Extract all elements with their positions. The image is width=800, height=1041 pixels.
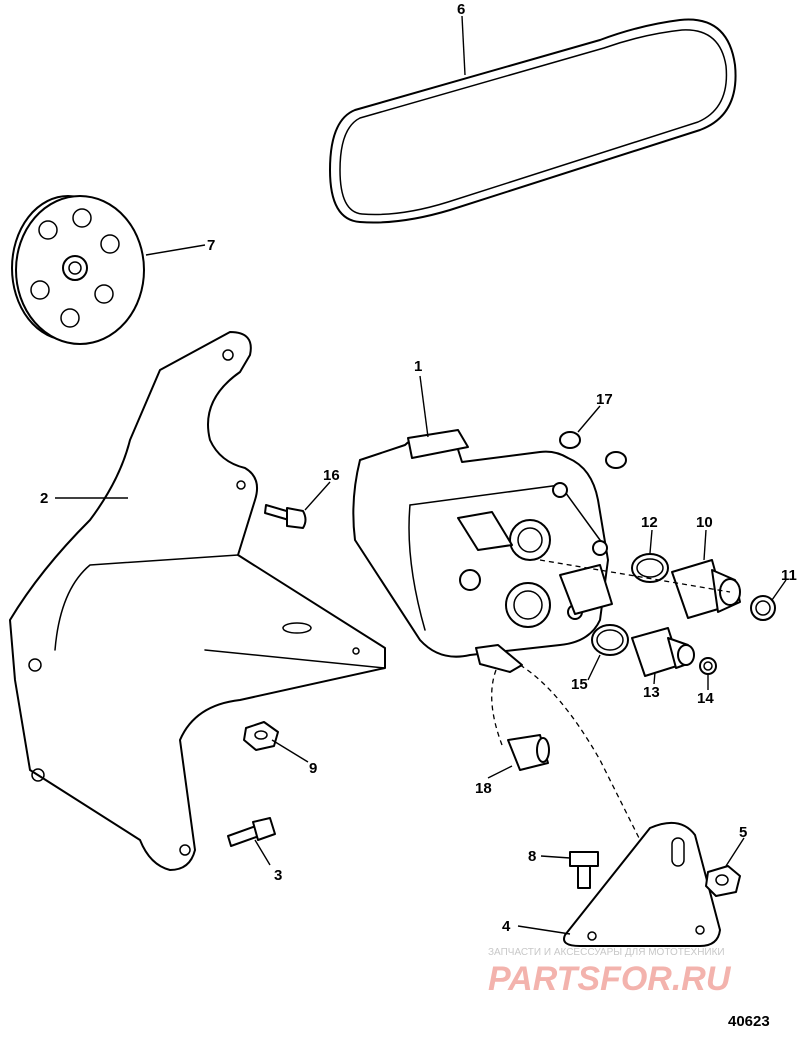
leader-line-10 [703, 529, 707, 561]
callout-12: 12 [641, 514, 658, 531]
washer-part-14 [699, 657, 717, 675]
hose-route-right [519, 664, 641, 841]
fitting-part-10 [671, 559, 741, 619]
o-ring-part-15 [591, 624, 629, 656]
leader-line-11 [771, 579, 787, 601]
small-bracket-part [563, 821, 721, 947]
callout-4: 4 [502, 918, 511, 935]
bolt-part-8 [569, 851, 599, 889]
plug-part-17 [559, 431, 627, 469]
compressor-part [352, 429, 613, 673]
callout-1: 1 [414, 358, 422, 375]
fitting-part-18 [507, 734, 550, 771]
leader-line-16 [304, 481, 331, 511]
nut-part-9 [243, 721, 279, 751]
belt-part [329, 18, 737, 224]
figure-number: 40623 [728, 1013, 770, 1030]
leader-line-18 [487, 765, 513, 779]
o-ring-part-12 [631, 553, 669, 583]
callout-8: 8 [528, 848, 536, 865]
callout-14: 14 [697, 690, 714, 707]
leader-line-5 [725, 837, 745, 867]
callout-15: 15 [571, 676, 588, 693]
callout-5: 5 [739, 824, 747, 841]
callout-9: 9 [309, 760, 317, 777]
callout-16: 16 [323, 467, 340, 484]
nut-part-5 [705, 865, 741, 897]
leader-line-6 [461, 15, 466, 76]
leader-line-13 [653, 671, 656, 685]
bolt-part-16 [264, 504, 307, 529]
leader-line-9 [271, 739, 309, 763]
leader-line-8 [540, 855, 571, 859]
leader-line-12 [649, 529, 653, 554]
callout-2: 2 [40, 490, 48, 507]
leader-line-17 [577, 405, 601, 433]
leader-line-1 [419, 375, 429, 438]
callout-10: 10 [696, 514, 713, 531]
main-bracket-part [9, 331, 386, 871]
leader-line-7 [145, 244, 206, 256]
callout-3: 3 [274, 867, 282, 884]
watermark-tagline: ЗАПЧАСТИ И АКСЕССУАРЫ ДЛЯ МОТОТЕХНИКИ [488, 947, 725, 958]
leader-line-4 [517, 925, 571, 935]
bolt-part-3 [227, 817, 276, 847]
callout-13: 13 [643, 684, 660, 701]
callout-17: 17 [596, 391, 613, 408]
pulley-part [11, 195, 145, 345]
fitting-part-13 [631, 627, 695, 677]
leader-line-3 [254, 839, 271, 866]
callout-7: 7 [207, 237, 215, 254]
callout-18: 18 [475, 780, 492, 797]
watermark-brand: PARTSFOR.RU [488, 960, 732, 998]
callout-11: 11 [781, 567, 797, 584]
leader-line-15 [587, 654, 601, 681]
hose-route-left [491, 669, 503, 746]
washer-part-11 [750, 595, 776, 621]
callout-6: 6 [457, 1, 465, 18]
